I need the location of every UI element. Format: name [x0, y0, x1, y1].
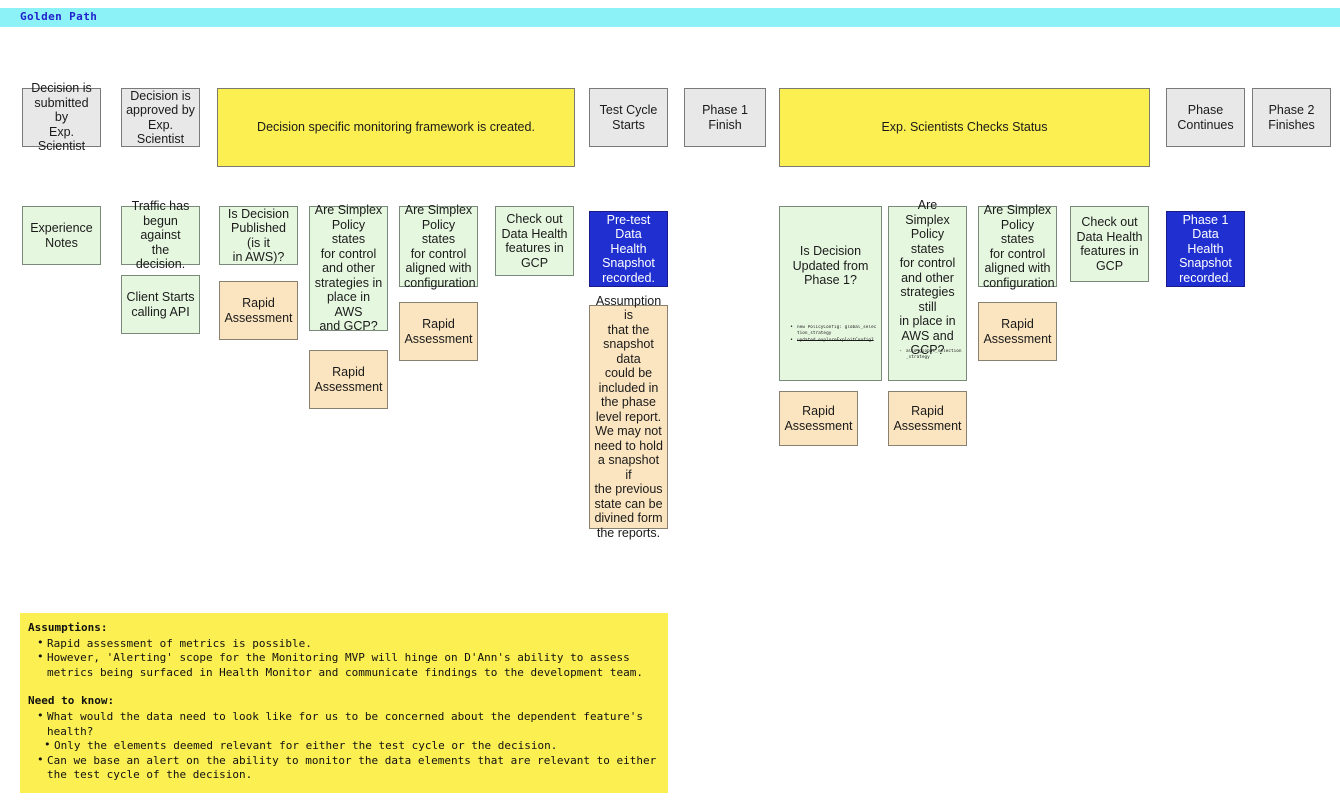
card-label: Decision specific monitoring framework i…	[257, 120, 535, 135]
card-label: Phase 1 Finish	[702, 103, 748, 132]
card-head: Are Simplex Policy states for control an…	[889, 198, 966, 357]
card-label: Phase 1 Data Health Snapshot recorded.	[1179, 212, 1232, 285]
card-label: Rapid Assessment	[224, 296, 293, 325]
card-label: Traffic has begun against the decision.	[131, 199, 190, 272]
card-label: Pre-test Data Health Snapshot recorded.	[602, 212, 655, 285]
card-label: Phase 2 Finishes	[1268, 103, 1315, 132]
timeline-card-phase-1-finish[interactable]: Phase 1 Finish	[684, 88, 766, 147]
step-card-rapid-assessment-3[interactable]: Rapid Assessment	[399, 302, 478, 361]
timeline-card-phase-continues[interactable]: Phase Continues	[1166, 88, 1245, 147]
code-line: also global_selection_strategy	[899, 349, 962, 361]
need-to-know-sublist: Only the elements deemed relevant for ei…	[26, 738, 662, 754]
card-label: Experience Notes	[30, 221, 93, 250]
step-card-traffic-begun[interactable]: Traffic has begun against the decision.	[121, 199, 200, 271]
card-label: Assumption is that the snapshot data cou…	[594, 293, 663, 540]
card-label: Are Simplex Policy states for control an…	[314, 203, 383, 334]
card-head: Is Decision Updated from Phase 1?	[780, 207, 881, 325]
step-card-simplex-policy-config[interactable]: Are Simplex Policy states for control al…	[399, 203, 478, 290]
assumption-item: However, 'Alerting' scope for the Monito…	[26, 650, 662, 680]
assumptions-list: Rapid assessment of metrics is possible.…	[26, 636, 662, 681]
need-to-know-item: Can we base an alert on the ability to m…	[26, 753, 662, 783]
need-to-know-item: What would the data need to look like fo…	[26, 709, 662, 739]
card-label: Exp. Scientists Checks Status	[881, 120, 1048, 135]
step-card-simplex-policy-still[interactable]: Are Simplex Policy states for control an…	[888, 198, 967, 381]
card-label: Are Simplex Policy states for control al…	[404, 203, 476, 290]
step-card-simplex-policy-config-2[interactable]: Are Simplex Policy states for control al…	[978, 203, 1057, 290]
card-label: Are Simplex Policy states for control al…	[983, 203, 1055, 290]
step-card-check-data-health-gcp-2[interactable]: Check out Data Health features in GCP	[1070, 206, 1149, 282]
timeline-card-phase-2-finishes[interactable]: Phase 2 Finishes	[1252, 88, 1331, 147]
card-label: Decision is submitted by Exp. Scientist	[31, 81, 92, 154]
card-label: Rapid Assessment	[784, 404, 853, 433]
code-annotation-list: new PolicyConfig: global_selection_strat…	[780, 325, 881, 345]
step-card-rapid-assessment-5[interactable]: Rapid Assessment	[779, 391, 858, 446]
card-label: Are Simplex Policy states for control an…	[899, 198, 956, 358]
assumption-item: Rapid assessment of metrics is possible.	[26, 636, 662, 652]
card-label: Rapid Assessment	[893, 404, 962, 433]
step-card-rapid-assessment-4[interactable]: Rapid Assessment	[978, 302, 1057, 361]
step-card-client-starts-api[interactable]: Client Starts calling API	[121, 275, 200, 334]
card-label: Test Cycle Starts	[599, 103, 658, 132]
card-label: Check out Data Health features in GCP	[501, 212, 568, 270]
card-label: Rapid Assessment	[404, 317, 473, 346]
step-card-is-decision-updated[interactable]: Is Decision Updated from Phase 1? new Po…	[779, 206, 882, 381]
card-label: Decision is approved by Exp. Scientist	[126, 88, 195, 147]
code-line: new PolicyConfig: global_selection_strat…	[790, 325, 877, 337]
timeline-card-decision-submitted[interactable]: Decision is submitted by Exp. Scientist	[22, 81, 101, 153]
step-card-assumption-note[interactable]: Assumption is that the snapshot data cou…	[589, 294, 668, 540]
timeline-card-monitoring-framework[interactable]: Decision specific monitoring framework i…	[217, 88, 575, 167]
step-card-rapid-assessment-1[interactable]: Rapid Assessment	[219, 281, 298, 340]
code-line-struck: updated exploreExploitConfig?	[790, 337, 877, 344]
timeline-card-scientists-check-status[interactable]: Exp. Scientists Checks Status	[779, 88, 1150, 167]
step-card-pretest-snapshot[interactable]: Pre-test Data Health Snapshot recorded.	[589, 211, 668, 287]
golden-path-header-band	[0, 8, 1340, 27]
code-annotation-list: also global_selection_strategy	[889, 349, 966, 362]
need-to-know-sub-wrapper: Only the elements deemed relevant for ei…	[26, 738, 662, 754]
timeline-card-decision-approved[interactable]: Decision is approved by Exp. Scientist	[121, 88, 200, 147]
card-label: Rapid Assessment	[314, 365, 383, 394]
page-title: Golden Path	[20, 10, 98, 23]
card-label: Is Decision Updated from Phase 1?	[792, 244, 869, 288]
timeline-card-test-cycle-starts[interactable]: Test Cycle Starts	[589, 88, 668, 147]
card-label: Is Decision Published (is it in AWS)?	[227, 206, 290, 265]
assumptions-heading: Assumptions:	[28, 621, 108, 634]
step-card-rapid-assessment-6[interactable]: Rapid Assessment	[888, 391, 967, 446]
card-label: Rapid Assessment	[983, 317, 1052, 346]
step-card-experience-notes[interactable]: Experience Notes	[22, 206, 101, 265]
need-to-know-list: What would the data need to look like fo…	[26, 709, 662, 783]
need-to-know-sub-item: Only the elements deemed relevant for ei…	[26, 738, 662, 754]
step-card-simplex-policy-aws-gcp[interactable]: Are Simplex Policy states for control an…	[309, 203, 388, 334]
step-card-phase-1-snapshot[interactable]: Phase 1 Data Health Snapshot recorded.	[1166, 211, 1245, 287]
card-label: Phase Continues	[1177, 103, 1234, 132]
card-label: Check out Data Health features in GCP	[1076, 215, 1143, 273]
step-card-rapid-assessment-2[interactable]: Rapid Assessment	[309, 350, 388, 409]
step-card-check-data-health-gcp[interactable]: Check out Data Health features in GCP	[495, 206, 574, 276]
need-to-know-heading: Need to know:	[28, 694, 115, 708]
card-label: Client Starts calling API	[126, 290, 195, 319]
notes-panel: Assumptions: Rapid assessment of metrics…	[20, 613, 668, 793]
step-card-is-decision-published[interactable]: Is Decision Published (is it in AWS)?	[219, 206, 298, 265]
